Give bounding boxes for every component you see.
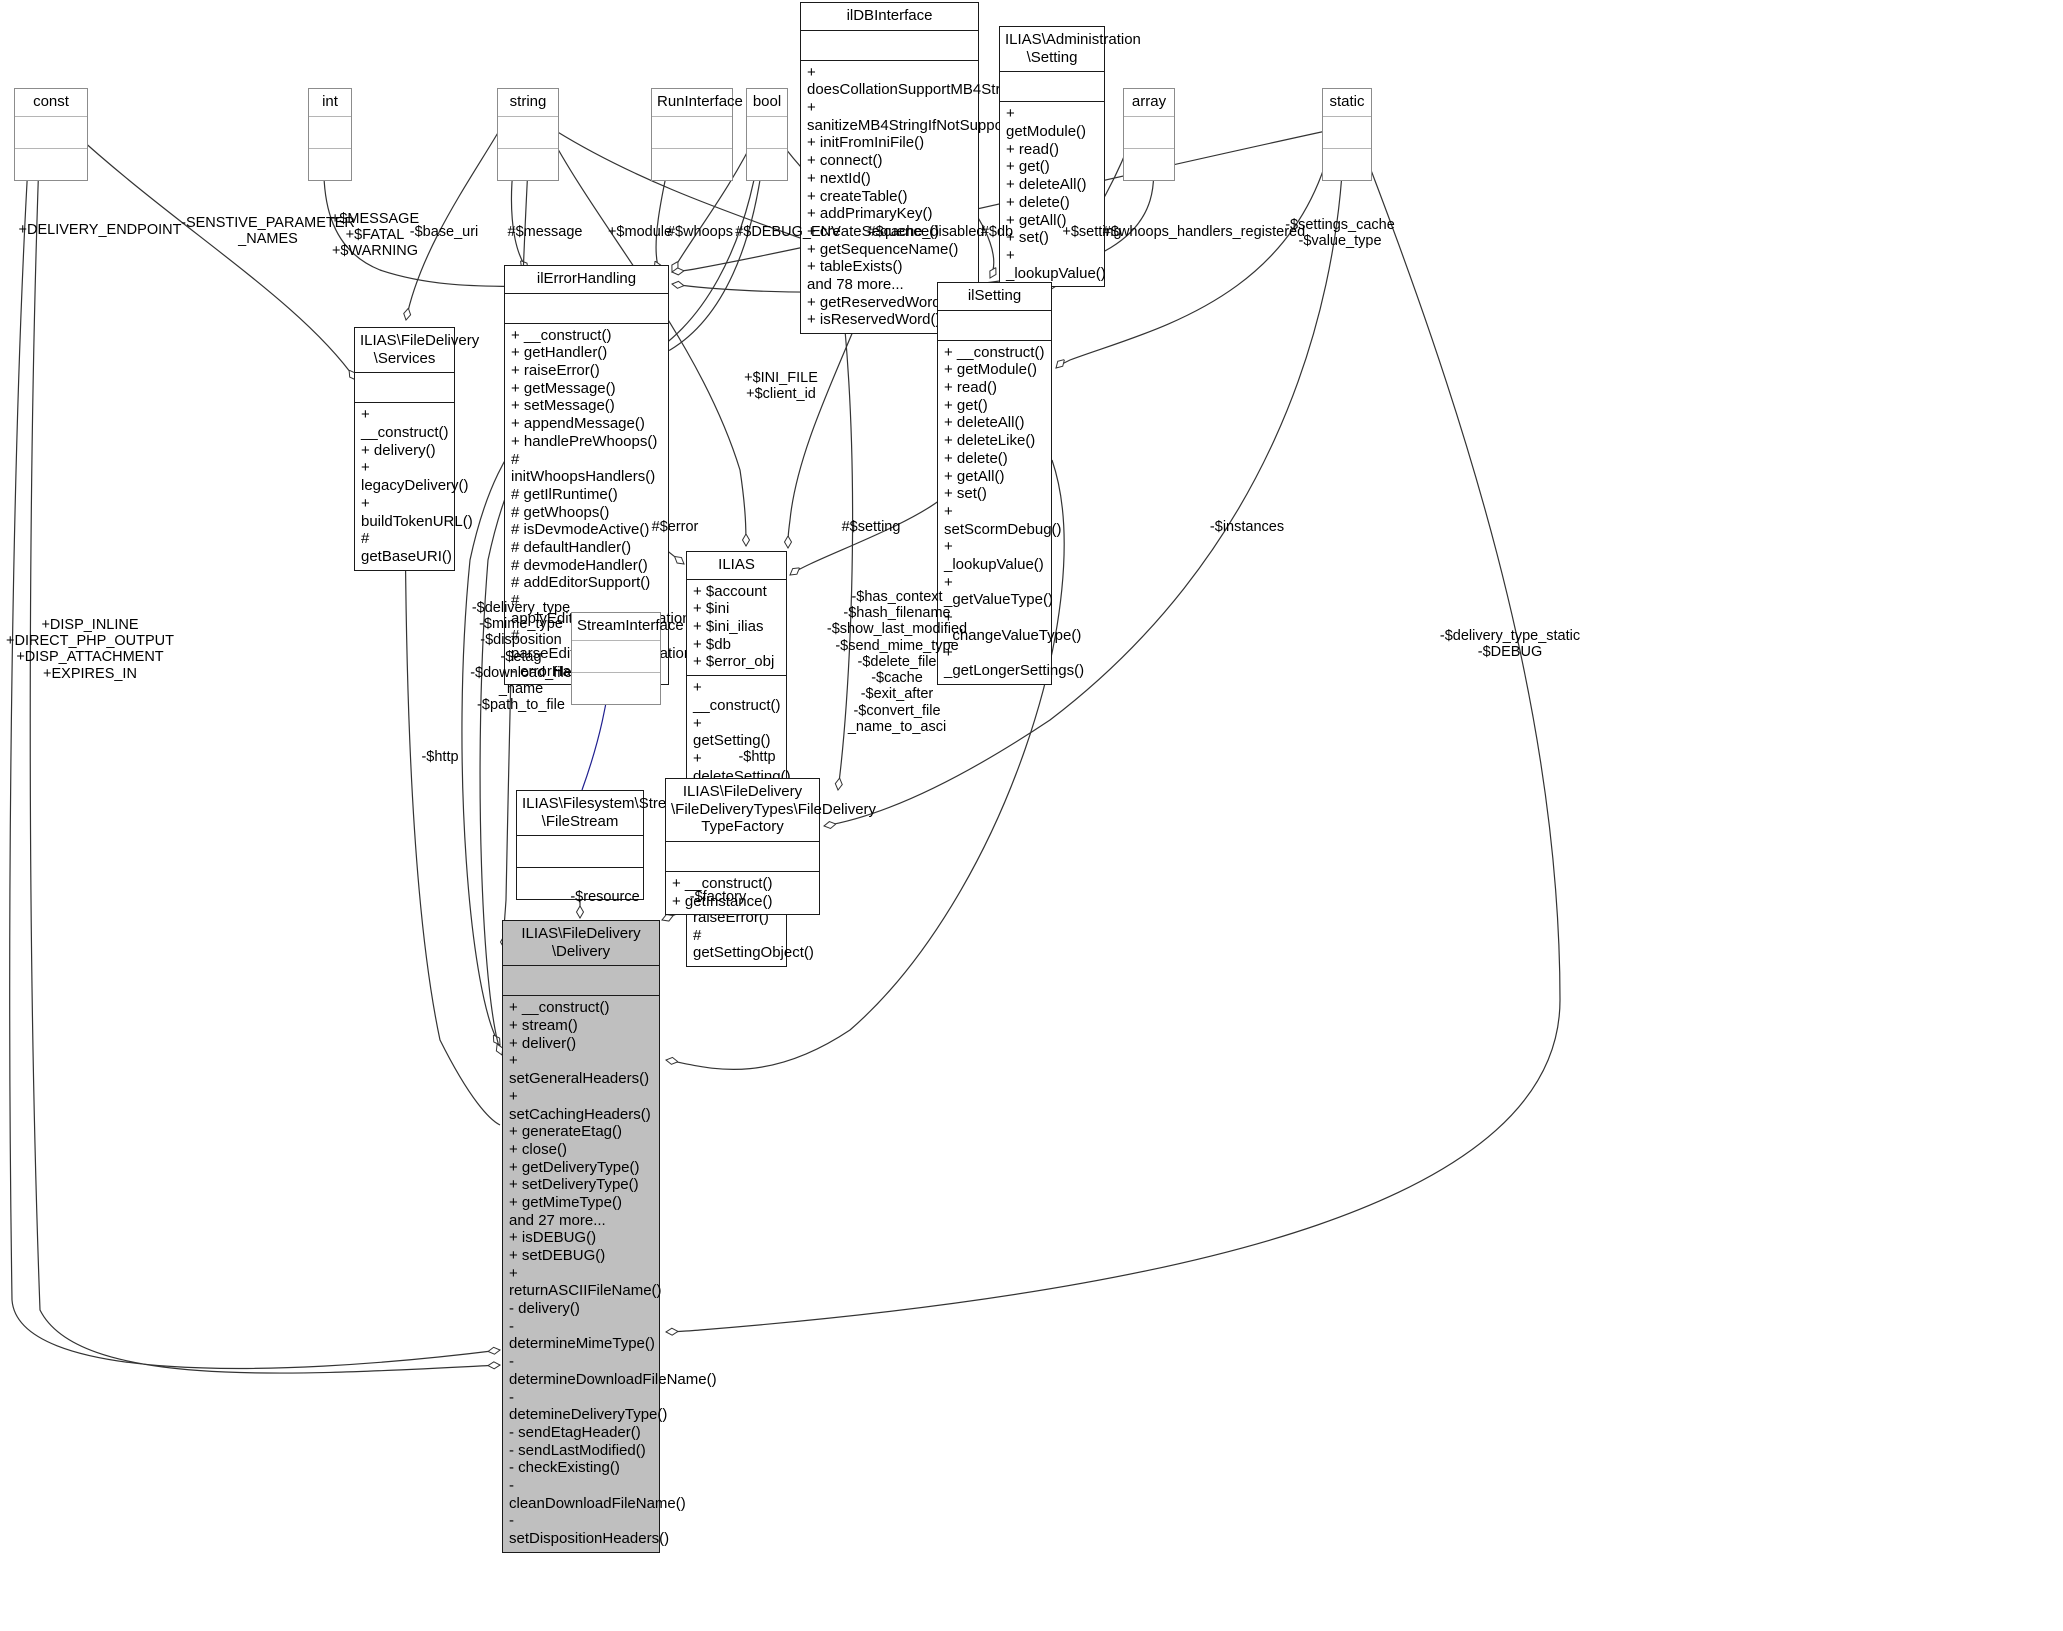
class-operations: [652, 149, 732, 180]
class-attributes: [1323, 117, 1371, 149]
edge-label-delivery-endpoint: +DELIVERY_ENDPOINT: [18, 222, 182, 238]
class-title: string: [498, 89, 558, 117]
edge-label-db: #$db: [980, 224, 1014, 240]
class-title: array: [1124, 89, 1174, 117]
edge-label-cache-disabled: #$cache_disabled: [867, 224, 985, 240]
edge-label-resource: -$resource: [570, 889, 640, 905]
class-attributes: [503, 966, 659, 997]
class-attributes: [498, 117, 558, 149]
edge-label-http-mid: -$http: [738, 749, 776, 765]
class-attributes: [355, 373, 454, 404]
class-title: ILIAS\FileDelivery \Delivery: [503, 921, 659, 967]
class-attributes: + $account + $ini + $ini_ilias + $db + $…: [687, 580, 786, 677]
class-attributes: [652, 117, 732, 149]
class-node-ilias-administration-setting[interactable]: ILIAS\Administration \Setting + getModul…: [999, 26, 1141, 288]
class-title: StreamInterface: [572, 613, 684, 641]
class-attributes: [747, 117, 787, 149]
class-node-int[interactable]: int: [308, 88, 352, 181]
class-node-ilias-filedelivery-delivery[interactable]: ILIAS\FileDelivery \Delivery + __constru…: [502, 920, 717, 1553]
class-title: ILIAS\Administration \Setting: [1000, 27, 1141, 73]
edge-label-senstive-parameter: -SENSTIVE_PARAMETER _NAMES: [181, 215, 355, 248]
edge-label-whoops: #$whoops: [666, 224, 734, 240]
edge-label-setting-mid: #$setting: [841, 519, 901, 535]
class-operations: + doesCollationSupportMB4Strings() + san…: [807, 63, 1039, 329]
edge-label-delivery-privates: -$delivery_type -$mime_type -$dispositio…: [470, 600, 572, 714]
class-title: ilErrorHandling: [505, 266, 668, 294]
edge-label-factory: -$factory: [689, 889, 747, 905]
class-attributes: [1000, 72, 1104, 103]
class-operations: [572, 673, 660, 704]
class-title: ilDBInterface: [801, 3, 978, 31]
class-node-array[interactable]: array: [1123, 88, 1175, 181]
edge-label-instances: -$instances: [1209, 519, 1285, 535]
class-attributes: [572, 641, 660, 673]
class-operations: [498, 149, 558, 180]
class-title: ILIAS: [687, 552, 786, 580]
class-title: const: [15, 89, 87, 117]
class-title: ilSetting: [938, 283, 1051, 311]
class-node-ildbinterface[interactable]: ilDBInterface + doesCollationSupportMB4S…: [800, 2, 1039, 334]
edge-label-delivery-type-static: -$delivery_type_static -$DEBUG: [1439, 628, 1581, 661]
class-operations: + __construct() + stream() + deliver() +…: [509, 999, 717, 1547]
class-title: ILIAS\Filesystem\Stream \FileStream: [517, 791, 687, 837]
edge-label-settings-cache: -$settings_cache -$value_type: [1285, 217, 1395, 250]
class-operations: [309, 149, 351, 180]
class-attributes: [309, 117, 351, 149]
class-node-ilias-filedelivery-filedeliverytypefactory[interactable]: ILIAS\FileDelivery \FileDeliveryTypes\Fi…: [665, 778, 876, 916]
class-node-ilias-filedelivery-services[interactable]: ILIAS\FileDelivery \Services + __constru…: [354, 327, 479, 571]
class-node-string[interactable]: string: [497, 88, 559, 181]
class-title: ILIAS\FileDelivery \FileDeliveryTypes\Fi…: [666, 779, 876, 843]
class-attributes: [505, 294, 668, 324]
class-node-streaminterface[interactable]: StreamInterface: [571, 612, 684, 705]
edge-label-base-uri: -$base_uri: [409, 224, 479, 240]
class-attributes: [938, 311, 1051, 341]
class-title: ILIAS\FileDelivery \Services: [355, 328, 479, 374]
class-operations: + __construct() + getInstance(): [672, 875, 773, 910]
class-node-bool[interactable]: bool: [746, 88, 788, 181]
edge-label-debug-env: #$DEBUG_ENV: [735, 224, 841, 240]
class-node-static[interactable]: static: [1322, 88, 1372, 181]
class-attributes: [801, 31, 978, 61]
edge-label-message-fatal-warning: +$MESSAGE +$FATAL +$WARNING: [330, 211, 420, 260]
class-operations: [1124, 149, 1174, 180]
class-node-ilias-filesystem-stream-filestream[interactable]: ILIAS\Filesystem\Stream \FileStream: [516, 790, 687, 901]
edge-label-module: +$module: [607, 224, 673, 240]
class-attributes: [15, 117, 87, 149]
class-node-ilsetting[interactable]: ilSetting + __construct() + getModule() …: [937, 282, 1085, 685]
class-title: int: [309, 89, 351, 117]
class-node-const[interactable]: const: [14, 88, 88, 181]
class-node-runinterface[interactable]: RunInterface: [651, 88, 743, 181]
class-title: static: [1323, 89, 1371, 117]
edge-label-disp-consts: +DISP_INLINE +DIRECT_PHP_OUTPUT +DISP_AT…: [6, 617, 174, 682]
class-operations: [747, 149, 787, 180]
class-attributes: [1124, 117, 1174, 149]
class-title: RunInterface: [652, 89, 743, 117]
edge-label-http-left: -$http: [421, 749, 459, 765]
edge-label-ini-file-client-id: +$INI_FILE +$client_id: [744, 370, 818, 403]
edge-label-message: #$message: [507, 224, 583, 240]
class-operations: [1323, 149, 1371, 180]
class-operations: [15, 149, 87, 180]
class-operations: + __construct() + getModule() + read() +…: [944, 343, 1085, 680]
class-operations: + __construct() + delivery() + legacyDel…: [361, 406, 473, 565]
edge-label-error: #$error: [651, 519, 699, 535]
edge-label-delivery-privates-2: -$has_context -$hash_filename -$show_las…: [826, 589, 968, 735]
class-node-ilerrorhandling[interactable]: ilErrorHandling + __construct() + getHan…: [504, 265, 708, 686]
edge-label-setting-top: +$setting: [1062, 224, 1122, 240]
class-operations: + getModule() + read() + get() + deleteA…: [1006, 105, 1106, 282]
edge-label-whoops-handlers: #$whoops_handlers_registered: [1102, 224, 1306, 240]
class-title: bool: [747, 89, 787, 117]
class-attributes: [666, 842, 819, 873]
class-attributes: [517, 836, 643, 869]
